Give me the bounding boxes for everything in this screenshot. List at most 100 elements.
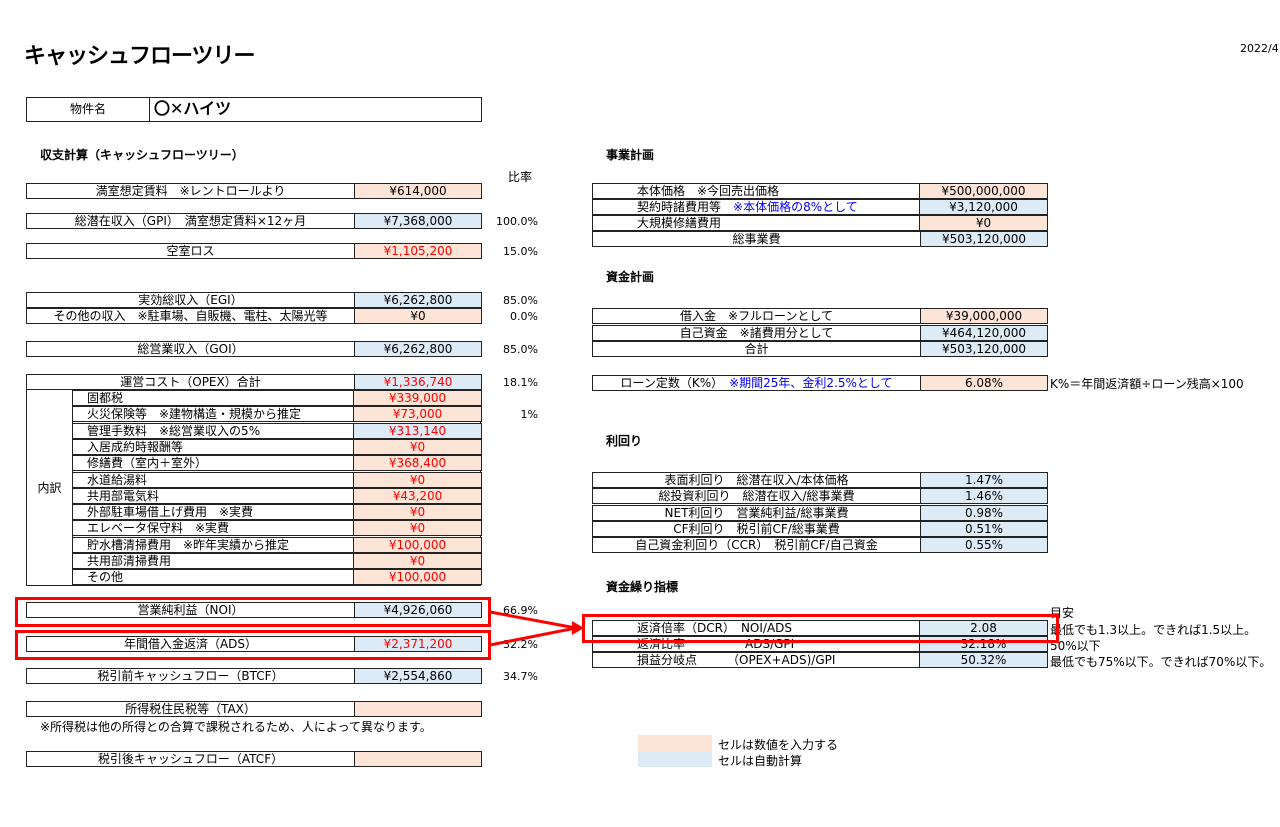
row-label: 総潜在収入（GPI） 満室想定賃料×12ヶ月 xyxy=(27,214,355,228)
cashflow-row: その他の収入 ※駐車場、自販機、電柱、太陽光等¥0 xyxy=(26,308,482,324)
label-text: 火災保険等 ※建物構造・規模から推定 xyxy=(87,407,302,422)
opex-item-row: 入居成約時報酬等 ¥0 xyxy=(72,438,482,455)
value-cell[interactable]: ¥2,371,200 xyxy=(355,637,481,651)
value-cell[interactable]: 2.08 xyxy=(920,621,1047,635)
cashflow-row: 満室想定賃料 ※レントロールより ¥614,000 xyxy=(26,183,482,199)
label-text: エレベータ保守料 ※実費 xyxy=(87,521,230,536)
value-cell[interactable]: ¥4,926,060 xyxy=(355,603,481,617)
value-cell[interactable]: ¥0 xyxy=(354,505,481,520)
row-label: 入居成約時報酬等 xyxy=(73,439,354,454)
value-cell[interactable]: ¥7,368,000 xyxy=(355,214,481,228)
row-label: 固都税 xyxy=(73,391,354,405)
label-text: その他 xyxy=(87,570,124,585)
value-cell[interactable]: 6.08% xyxy=(921,376,1047,390)
value-cell[interactable]: ¥0 xyxy=(354,521,481,536)
row-label: 返済倍率（DCR） NOI/ADS xyxy=(593,621,920,635)
cashflow-row: 総営業収入（GOI）¥6,262,800 xyxy=(26,341,482,357)
value-cell[interactable]: ¥1,105,200 xyxy=(355,244,481,258)
value-cell[interactable]: ¥0 xyxy=(355,309,481,323)
value-cell[interactable]: ¥503,120,000 xyxy=(921,342,1047,356)
tax-note: ※所得税は他の所得との合算で課税されるため、人によって異なります。 xyxy=(40,720,432,734)
cashflow-row: 実効総収入（EGI） ¥6,262,800 xyxy=(26,292,482,308)
row-label: 本体価格 ※今回売出価格 xyxy=(593,184,920,198)
row-label: 所得税住民税等（TAX） xyxy=(27,702,355,716)
row-label: 営業純利益（NOI） xyxy=(27,603,355,617)
label-text: 年間借入金返済（ADS） xyxy=(123,637,258,651)
value-cell[interactable]: 50.32% xyxy=(920,653,1047,667)
row-label: 実効総収入（EGI） xyxy=(27,293,355,307)
ratio-value: 15.0% xyxy=(503,245,538,258)
value-cell[interactable]: ¥614,000 xyxy=(355,184,481,198)
value-cell[interactable] xyxy=(355,702,481,716)
label-text: 大規模修繕費用 xyxy=(637,216,722,230)
yield-row: 総投資利回り 総潜在収入/総事業費 1.46% xyxy=(592,488,1048,505)
label-text: 自己資金利回り（CCR） 税引前CF/自己資金 xyxy=(635,538,878,553)
value-cell[interactable]: 1.47% xyxy=(921,473,1047,487)
value-cell[interactable]: ¥100,000 xyxy=(354,570,481,585)
value-cell[interactable]: ¥0 xyxy=(354,439,481,454)
value-cell[interactable]: 1.46% xyxy=(921,489,1047,504)
label-text: 固都税 xyxy=(87,391,124,405)
value-cell[interactable]: ¥73,000 xyxy=(354,407,481,422)
value-cell[interactable]: ¥43,200 xyxy=(354,488,481,503)
ratio-value: 34.7% xyxy=(503,670,538,683)
label-text: 入居成約時報酬等 xyxy=(87,439,184,454)
value-cell[interactable]: ¥2,554,860 xyxy=(355,669,481,683)
value-cell[interactable]: ¥100,000 xyxy=(354,537,481,552)
row-label: 運営コスト（OPEX）合計 xyxy=(27,375,355,389)
row-label: その他の収入 ※駐車場、自販機、電柱、太陽光等 xyxy=(27,309,355,323)
row-label: 表面利回り 総潜在収入/本体価格 xyxy=(593,473,921,487)
opex-item-row: 火災保険等 ※建物構造・規模から推定 ¥73,000 xyxy=(72,406,482,423)
value-cell[interactable]: ¥500,000,000 xyxy=(920,184,1047,198)
label-text: 営業純利益（NOI） xyxy=(137,603,244,617)
label-text: 税引後キャッシュフロー（ATCF） xyxy=(97,752,284,766)
opex-item-row: エレベータ保守料 ※実費 ¥0 xyxy=(72,520,482,537)
label-text: 満室想定賃料 ※レントロールより xyxy=(95,184,286,198)
row-label: 年間借入金返済（ADS） xyxy=(27,637,355,651)
value-cell[interactable]: ¥6,262,800 xyxy=(355,293,481,307)
value-cell[interactable]: ¥339,000 xyxy=(354,391,481,405)
value-cell[interactable] xyxy=(355,752,481,766)
cashflow-row: 運営コスト（OPEX）合計¥1,336,740 xyxy=(26,374,482,390)
row-label: 契約時諸費用等 ※本体価格の8%として xyxy=(593,200,920,214)
value-cell[interactable]: ¥464,120,000 xyxy=(921,325,1047,340)
row-label: ローン定数（K%） ※期間25年、金利2.5%として xyxy=(593,376,921,390)
value-cell[interactable]: ¥0 xyxy=(354,472,481,487)
row-label: 水道給湯料 xyxy=(73,472,354,487)
value-cell[interactable]: ¥1,336,740 xyxy=(355,375,481,389)
legend-input-label: セルは数値を入力する xyxy=(718,738,839,752)
label-text: 実効総収入（EGI） xyxy=(138,293,243,307)
value-cell[interactable]: ¥503,120,000 xyxy=(921,232,1047,246)
label-text: CF利回り 税引前CF/総事業費 xyxy=(673,521,840,536)
value-cell[interactable]: ¥313,140 xyxy=(354,423,481,438)
value-cell[interactable]: ¥3,120,000 xyxy=(920,200,1047,214)
row-label: 貯水槽清掃費用 ※昨年実績から推定 xyxy=(73,537,354,552)
label-text: 貯水槽清掃費用 ※昨年実績から推定 xyxy=(87,537,290,552)
value-cell[interactable]: 0.98% xyxy=(921,505,1047,520)
ratio-header: 比率 xyxy=(508,170,533,184)
property-name-value[interactable]: 〇✕ハイツ xyxy=(154,99,232,118)
yields-heading: 利回り xyxy=(606,434,643,448)
row-label: 税引前キャッシュフロー（BTCF） xyxy=(27,669,355,683)
business-plan-row: 大規模修繕費用 ¥0 xyxy=(592,215,1048,231)
label-text: 総投資利回り 総潜在収入/総事業費 xyxy=(658,489,855,504)
label-text: 水道給湯料 xyxy=(87,472,148,487)
funding-plan-row: 借入金 ※フルローンとして¥39,000,000 xyxy=(592,308,1048,324)
value-cell[interactable]: ¥6,262,800 xyxy=(355,342,481,356)
value-cell[interactable]: ¥368,400 xyxy=(354,456,481,471)
row-label: 大規模修繕費用 xyxy=(593,216,920,230)
label-text: 総潜在収入（GPI） 満室想定賃料×12ヶ月 xyxy=(74,214,307,228)
yield-row: 自己資金利回り（CCR） 税引前CF/自己資金 0.55% xyxy=(592,537,1048,554)
label-text: 所得税住民税等（TAX） xyxy=(125,702,256,716)
value-cell[interactable]: 0.55% xyxy=(921,538,1047,553)
value-cell[interactable]: 0.51% xyxy=(921,521,1047,536)
cashflow-row: 総潜在収入（GPI） 満室想定賃料×12ヶ月 ¥7,368,000 xyxy=(26,213,482,229)
value-cell[interactable]: ¥0 xyxy=(920,216,1047,230)
value-cell[interactable]: ¥39,000,000 xyxy=(921,309,1047,323)
dcr-highlight-box xyxy=(582,614,1059,643)
value-cell[interactable]: ¥0 xyxy=(354,554,481,568)
